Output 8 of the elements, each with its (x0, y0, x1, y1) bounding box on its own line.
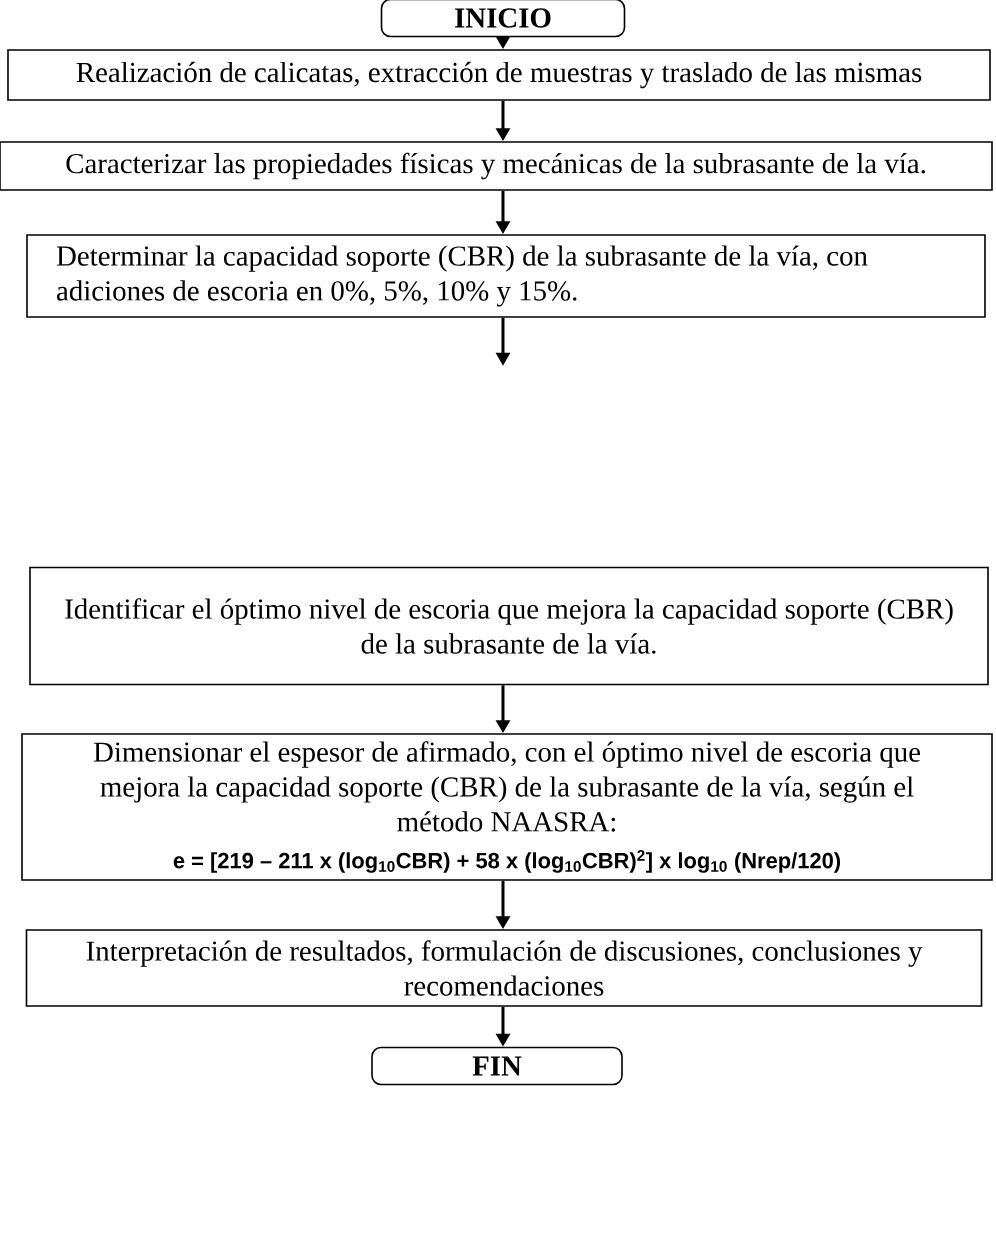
process-box: Interpretación de resultados, formulación de discusiones, conclusiones y recomendaciones (25, 929, 983, 1007)
terminal-box: INICIO (380, 0, 626, 38)
process-box: Identificar el óptimo nivel de escoria que mejora la capacidad soporte (CBR) de la subrasante de la vía. (29, 566, 989, 686)
process-box: Determinar la capacidad soporte (CBR) de la subrasante de la vía, con adiciones de escoria en 0%, 5%, 10% y 15%. (26, 234, 986, 318)
process-box: Realización de calicatas, extracción de muestras y traslado de las mismas (7, 49, 991, 101)
process-box: Caracterizar las propiedades físicas y mecánicas de la subrasante de la vía. (0, 141, 993, 191)
process-box: Dimensionar el espesor de afirmado, con el óptimo nivel de escoria que mejora la capacidad soporte (CBR) de la subrasante de la vía, según el método NAASRA: e = [219 – 211 x (log$_{10}$CBR) + 58 x (log$_{10}$CBR)$^{2}$] x log$_{10}$ (Nrep/120) (21, 733, 993, 881)
terminal-box: FIN (371, 1046, 623, 1086)
